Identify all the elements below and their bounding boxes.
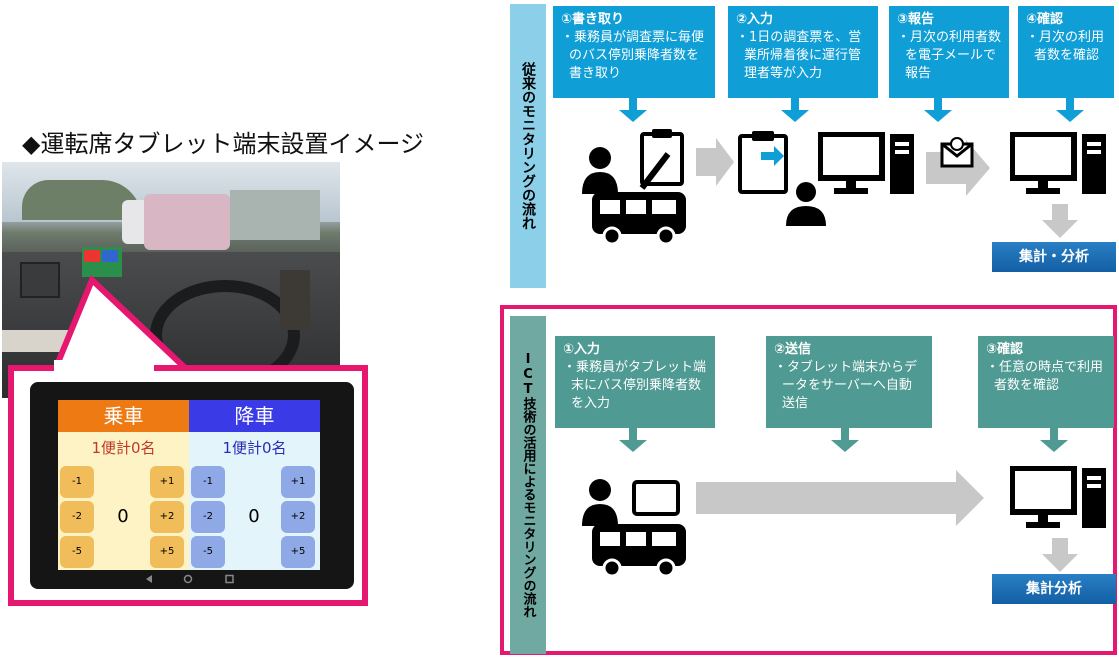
alighting-panel: -1 -2 -5 0 +1 +2 +5 — [189, 464, 320, 570]
clipboard-icon — [738, 131, 788, 194]
person-icon — [786, 182, 826, 226]
step-body: ・月次の利用者数を電子メールで報告 — [897, 30, 1002, 81]
traditional-result: 集計・分析 — [992, 242, 1116, 272]
alighting-value: 0 — [248, 506, 260, 527]
step-title: ②入力 — [736, 12, 774, 27]
tablet-screen: 乗車 1便計0名 -1 -2 -5 0 +1 +2 +5 降車 1便計0名 -1… — [58, 400, 320, 570]
boarding-plus-2-button[interactable]: +2 — [150, 501, 184, 533]
ict-label: ICT技術の活用によるモニタリングの流れ — [520, 352, 536, 618]
boarding-value: 0 — [117, 506, 129, 527]
step-title: ②送信 — [774, 342, 812, 357]
boarding-minus-2-button[interactable]: -2 — [60, 501, 94, 533]
computer-icon — [1010, 466, 1106, 528]
mail-icon — [940, 137, 974, 168]
alighting-header: 降車 — [189, 400, 320, 432]
ict-step-3: ③確認 ・任意の時点で利用者数を確認 — [978, 336, 1114, 428]
step-title: ④確認 — [1026, 12, 1064, 27]
alighting-plus-5-button[interactable]: +5 — [281, 536, 315, 568]
ict-step-1: ①入力 ・乗務員がタブレット端末にバス停別乗降者数を入力 — [555, 336, 715, 428]
bus-cockpit-photo — [2, 162, 340, 398]
traditional-step-2: ②入力 ・1日の調査票を、営業所帰着後に運行管理者等が入力 — [728, 6, 878, 98]
traditional-label: 従来のモニタリングの流れ — [520, 62, 536, 230]
ict-result: 集計分析 — [992, 574, 1116, 604]
ict-step-2: ②送信 ・タブレット端末からデータをサーバーへ自動送信 — [766, 336, 932, 428]
boarding-header: 乗車 — [58, 400, 189, 432]
step-body: ・月次の利用者数を確認 — [1026, 30, 1105, 63]
step-title: ①書き取り — [561, 12, 625, 27]
ict-label-bar: ICT技術の活用によるモニタリングの流れ — [510, 316, 546, 654]
result-arrow-icon — [1042, 538, 1078, 572]
boarding-count: 1便計0名 — [58, 432, 189, 464]
alighting-count: 1便計0名 — [189, 432, 320, 464]
step-title: ③確認 — [986, 342, 1024, 357]
step-body: ・任意の時点で利用者数を確認 — [986, 360, 1104, 393]
alighting-minus-1-button[interactable]: -1 — [191, 466, 225, 498]
person-icon — [582, 129, 684, 194]
result-arrow-icon — [1042, 204, 1078, 238]
bus-icon — [592, 192, 686, 246]
traditional-step-3: ③報告 ・月次の利用者数を電子メールで報告 — [889, 6, 1009, 98]
traditional-step-4: ④確認 ・月次の利用者数を確認 — [1018, 6, 1114, 98]
traditional-label-bar: 従来のモニタリングの流れ — [510, 4, 546, 288]
computer-icon — [818, 132, 914, 194]
left-title: ◆運転席タブレット端末設置イメージ — [22, 130, 424, 158]
alighting-plus-2-button[interactable]: +2 — [281, 501, 315, 533]
ict-flow-graphics — [619, 428, 1068, 526]
alighting-minus-2-button[interactable]: -2 — [191, 501, 225, 533]
step-title: ③報告 — [897, 12, 935, 27]
step-title: ①入力 — [563, 342, 601, 357]
step-body: ・タブレット端末からデータをサーバーへ自動送信 — [774, 360, 918, 411]
bus-icon — [592, 524, 686, 578]
ict-frame — [500, 305, 1117, 655]
alighting-minus-5-button[interactable]: -5 — [191, 536, 225, 568]
boarding-plus-5-button[interactable]: +5 — [150, 536, 184, 568]
step-body: ・乗務員が調査票に毎便のバス停別乗降者数を書き取り — [561, 30, 705, 81]
android-nav-icons — [146, 574, 234, 584]
boarding-plus-1-button[interactable]: +1 — [150, 466, 184, 498]
step-body: ・1日の調査票を、営業所帰着後に運行管理者等が入力 — [736, 30, 862, 81]
boarding-minus-1-button[interactable]: -1 — [60, 466, 94, 498]
callout-tail-cover — [54, 360, 154, 374]
boarding-panel: -1 -2 -5 0 +1 +2 +5 — [58, 464, 189, 570]
traditional-step-1: ①書き取り ・乗務員が調査票に毎便のバス停別乗降者数を書き取り — [553, 6, 715, 98]
alighting-plus-1-button[interactable]: +1 — [281, 466, 315, 498]
boarding-minus-5-button[interactable]: -5 — [60, 536, 94, 568]
person-with-tablet-icon — [582, 479, 680, 526]
computer-icon — [1010, 132, 1106, 194]
step-body: ・乗務員がタブレット端末にバス停別乗降者数を入力 — [563, 360, 707, 411]
callout-tail — [46, 274, 205, 382]
